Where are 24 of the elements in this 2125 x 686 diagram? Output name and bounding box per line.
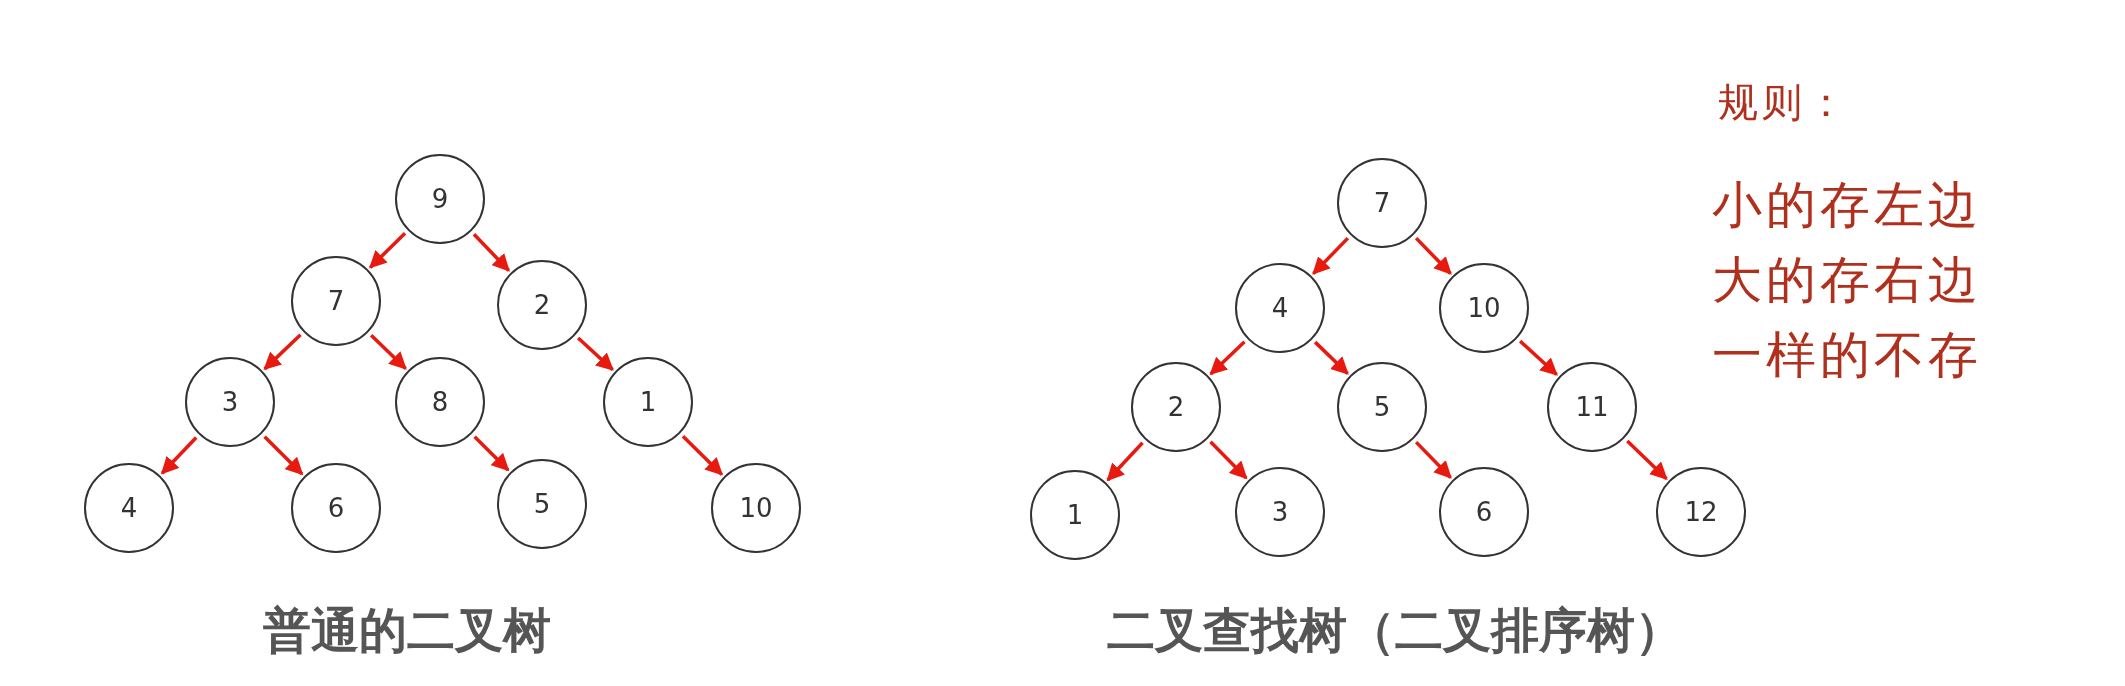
arrow xyxy=(576,336,614,371)
arrow xyxy=(369,333,407,370)
rule-note: 大的存右边 xyxy=(1712,255,1982,305)
arrow xyxy=(263,333,302,371)
rule-note: 规则： xyxy=(1718,82,1850,122)
arrow xyxy=(1518,339,1558,376)
arrow xyxy=(369,232,407,269)
tree-title: 二叉查找树（二叉排序树） xyxy=(1107,606,1683,654)
arrow xyxy=(681,435,723,476)
rule-note: 一样的不存 xyxy=(1712,330,1982,380)
tree-title: 普通的二叉树 xyxy=(263,606,551,654)
arrow xyxy=(1312,236,1350,275)
arrow xyxy=(1626,439,1668,480)
arrow xyxy=(160,436,198,475)
arrow xyxy=(472,233,510,272)
arrow xyxy=(1313,340,1349,375)
arrow xyxy=(473,435,510,472)
arrow xyxy=(1414,236,1452,275)
arrow xyxy=(1106,441,1144,482)
arrow xyxy=(1209,440,1248,480)
arrow xyxy=(263,435,304,476)
arrow xyxy=(1209,340,1246,376)
arrow xyxy=(1414,440,1452,479)
rule-note: 小的存左边 xyxy=(1712,180,1982,230)
